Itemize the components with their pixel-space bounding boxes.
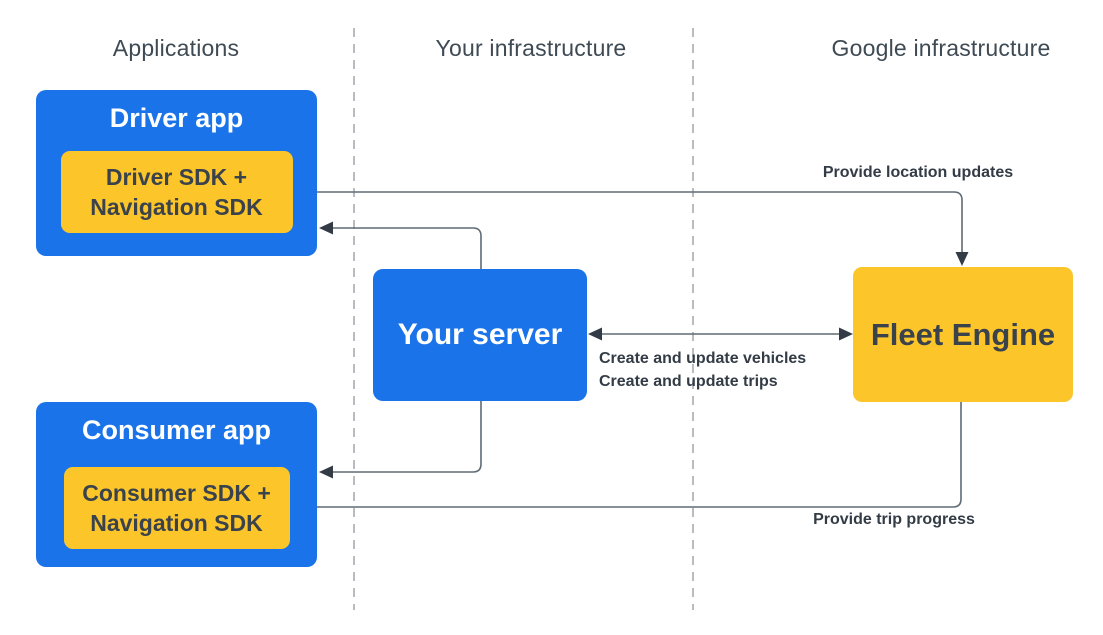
edge-server-to-driver-app xyxy=(332,227,482,269)
column-header-applications: Applications xyxy=(112,35,240,61)
arrowhead-right-icon xyxy=(839,327,853,341)
edge-label-create-vehicles: Create and update vehicles xyxy=(599,350,807,367)
arrowhead-left-icon xyxy=(588,327,602,341)
edge-label-trip-progress: Provide trip progress xyxy=(813,511,975,528)
arrowhead-left-icon xyxy=(319,221,333,235)
edge-label-create-trips: Create and update trips xyxy=(599,373,778,390)
consumer-sdk-node: Consumer SDK + Navigation SDK xyxy=(63,467,290,549)
column-header-google-infrastructure: Google infrastructure xyxy=(831,35,1051,61)
edge-trip-progress xyxy=(308,402,962,508)
edge-label-create-update: Create and update vehicles Create and up… xyxy=(599,347,806,393)
your-server-node: Your server xyxy=(373,269,587,401)
consumer-app-title: Consumer app xyxy=(81,415,272,445)
driver-sdk-node: Driver SDK + Navigation SDK xyxy=(60,151,293,233)
column-header-your-infrastructure: Your infrastructure xyxy=(435,35,627,61)
consumer-app-node: Consumer app Consumer SDK + Navigation S… xyxy=(36,402,317,567)
driver-app-title: Driver app xyxy=(109,103,244,133)
edge-location-updates xyxy=(293,191,963,253)
edge-label-location-updates: Provide location updates xyxy=(822,164,1014,181)
arrowhead-down-icon xyxy=(955,252,969,266)
driver-app-node: Driver app Driver SDK + Navigation SDK xyxy=(36,90,317,256)
arrowhead-left-icon xyxy=(319,465,333,479)
edge-server-to-consumer-app xyxy=(332,401,482,473)
fleet-engine-node: Fleet Engine xyxy=(853,267,1073,402)
